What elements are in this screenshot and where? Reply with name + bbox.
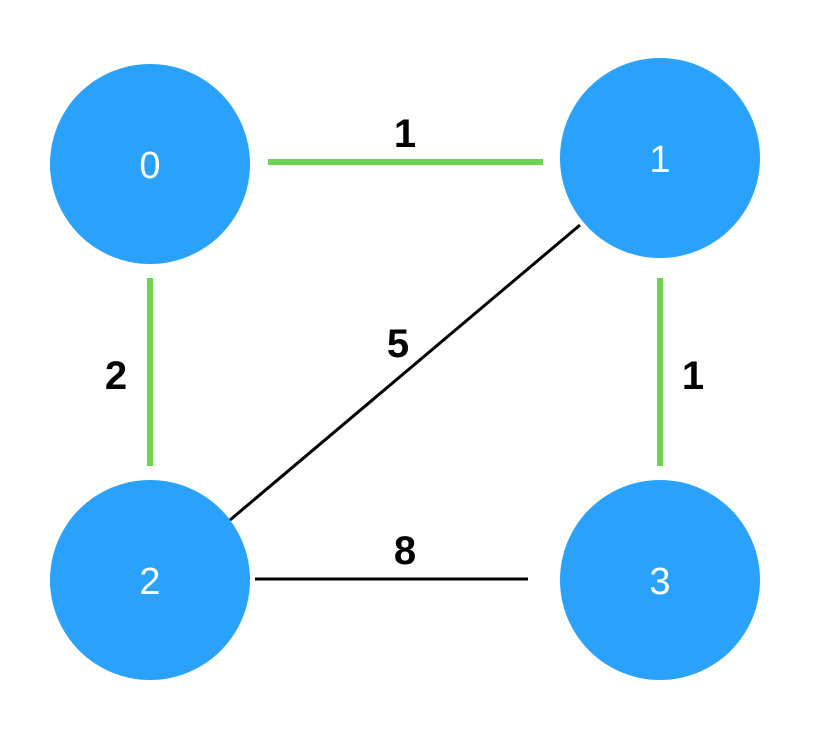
- node-3: [560, 480, 760, 680]
- node-2: [50, 480, 250, 680]
- node-0: [50, 64, 250, 264]
- edge-weight-1-2: 5: [387, 322, 409, 366]
- edge-weight-2-3: 8: [394, 529, 416, 573]
- edge-1-2: [229, 223, 581, 522]
- edge-weight-0-1: 1: [394, 112, 416, 156]
- node-label-1: 1: [649, 139, 670, 181]
- edge-weight-0-2: 2: [105, 354, 127, 398]
- node-label-2: 2: [139, 561, 160, 603]
- edge-weight-1-3: 1: [682, 354, 704, 398]
- node-label-0: 0: [139, 145, 160, 187]
- node-label-3: 3: [649, 561, 670, 603]
- node-1: [560, 58, 760, 258]
